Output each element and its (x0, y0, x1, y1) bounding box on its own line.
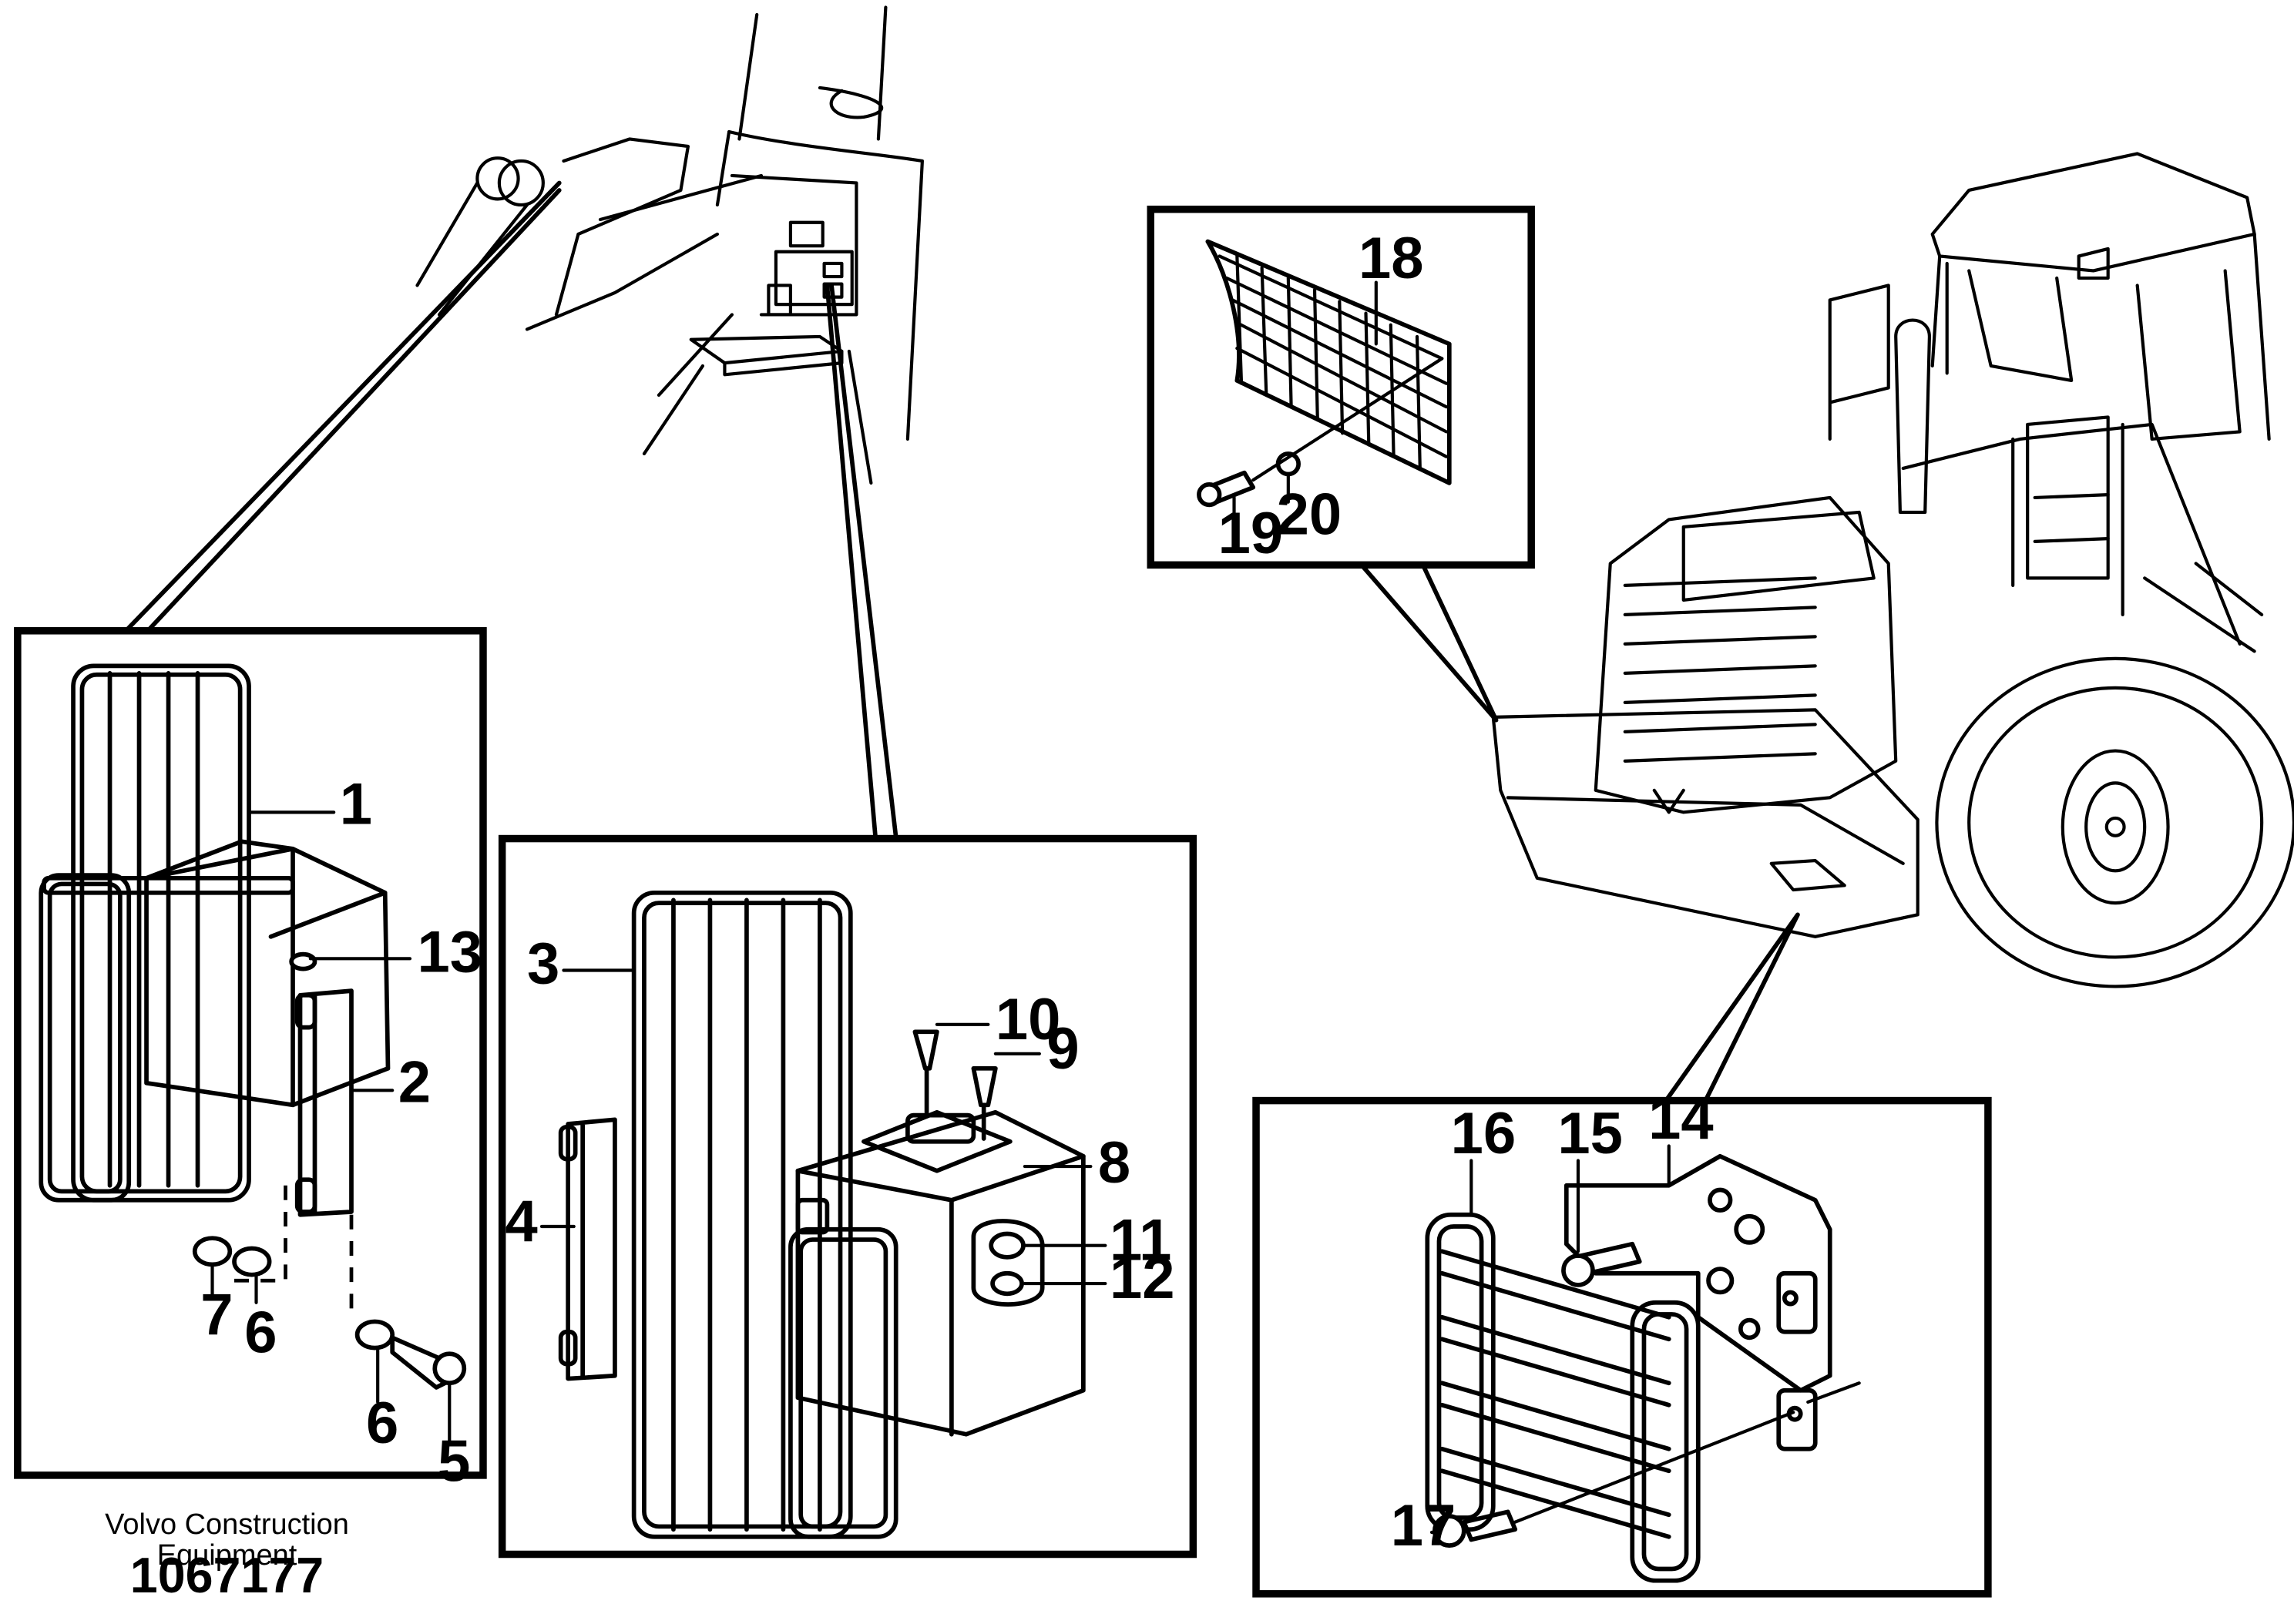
footer-company-line2: Equipment (157, 1539, 297, 1572)
callouts-b: 3 10 9 8 4 11 12 (505, 931, 1174, 1311)
callout-6a: 6 (244, 1300, 277, 1365)
callout-16: 16 (1451, 1101, 1516, 1166)
callout-6b: 6 (366, 1391, 398, 1456)
footer: Volvo Construction Equipment 1067177 (105, 1508, 349, 1603)
footer-company-line1: Volvo Construction (105, 1508, 349, 1541)
callout-11: 11 (1110, 1208, 1171, 1273)
detail-a-drawing (39, 663, 467, 1390)
callout-2: 2 (398, 1049, 431, 1115)
machine-front-overview (1491, 152, 2294, 988)
callout-3: 3 (527, 931, 559, 997)
detail-d-drawing (1425, 1153, 1861, 1583)
callout-19: 19 (1218, 501, 1284, 566)
callout-12: 12 (1110, 1246, 1175, 1311)
callouts-a: 1 13 2 7 6 6 5 (200, 772, 482, 1495)
detail-box-b (498, 834, 1197, 1559)
callout-5: 5 (438, 1429, 470, 1495)
callout-1: 1 (340, 772, 372, 837)
detail-box-d (1252, 1096, 1992, 1598)
callout-4: 4 (505, 1189, 537, 1254)
callout-17: 17 (1391, 1493, 1456, 1559)
leader-wedges (122, 180, 1800, 1103)
callout-10: 10 (996, 987, 1061, 1052)
callout-8: 8 (1098, 1130, 1130, 1196)
callout-18: 18 (1359, 226, 1424, 291)
callouts-d: 14 15 16 17 (1391, 1086, 1714, 1559)
callout-15: 15 (1557, 1101, 1623, 1166)
footer-drawing-number: 1067177 (130, 1548, 324, 1603)
callout-14: 14 (1648, 1086, 1714, 1152)
callout-7: 7 (200, 1283, 233, 1348)
callout-20: 20 (1277, 481, 1342, 547)
callout-9: 9 (1046, 1016, 1079, 1082)
detail-b-drawing (558, 890, 1086, 1539)
callout-13: 13 (417, 919, 482, 985)
callouts-c: 18 19 20 (1218, 226, 1424, 566)
